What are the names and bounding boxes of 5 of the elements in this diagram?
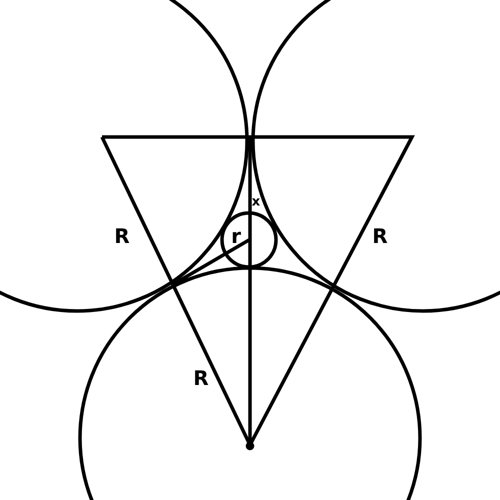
dimension-label: R: [114, 226, 130, 246]
dimension-label: R: [372, 226, 388, 246]
dimension-label: r: [231, 226, 241, 246]
dimension-label: x: [252, 196, 260, 208]
dimension-label: R: [193, 368, 209, 388]
